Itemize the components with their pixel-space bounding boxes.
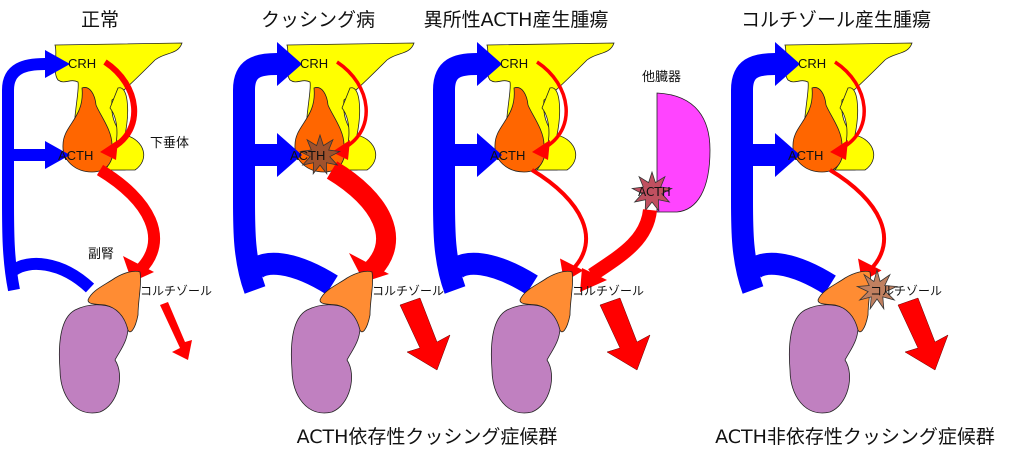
adrenal-shape [319,270,373,333]
crh-to-acth-arrow [834,60,866,150]
acth-to-adrenal-arrow [326,161,397,278]
anterior-pituitary-shape [792,87,844,173]
feedback-line [1,58,46,292]
acth-to-adrenal-arrow [96,164,161,275]
feedback-arrowhead-crh [277,42,302,86]
crh-to-acth-arrow [336,60,368,150]
adrenal-tumor-icon [855,268,899,311]
crh-arrowhead [332,140,350,160]
kidney-shape [58,304,129,414]
panel-title-ectopic-acth: 異所性ACTH産生腫瘍 [423,9,609,31]
feedback-arrowhead-acth [277,133,302,177]
crh-label: CRH [500,56,528,71]
other-organ-label: 他臓器 [642,70,681,85]
posterior-pituitary-shape [834,87,875,171]
panel-title-normal: 正常 [80,9,120,31]
crh-arrowhead [830,140,848,160]
kidney-shape [788,304,859,414]
feedback-line-adrenal [10,257,95,293]
cortisol-label: コルチゾール [140,284,212,298]
caption-acth-independent: ACTH非依存性クッシング症候群 [715,426,995,448]
caption-acth-dependent: ACTH依存性クッシング症候群 [296,426,558,448]
panel-cortisol-tumor: CRH ACTH コルチゾール [731,42,949,414]
feedback-arrowhead-crh [45,50,70,78]
adrenal-label: 副腎 [88,247,114,262]
crh-to-acth-arrow [103,59,138,151]
panel-cushing-disease: CRH ACTH コルチゾール [233,42,451,414]
crh-label: CRH [798,56,826,71]
panel-ectopic-acth: 他臓器 ACTH CRH ACTH コルチゾール [433,42,711,414]
acth-arrowhead [349,253,389,282]
ectopic-acth-label: ACTH [638,185,671,199]
cortisol-output-arrow [160,302,192,360]
panel-title-cushing-disease: クッシング病 [260,9,376,31]
panel-title-cortisol-tumor: コルチゾール産生腫瘍 [740,9,932,31]
feedback-arrowhead-acth [775,133,800,177]
other-organ-shape [656,92,711,213]
crh-label: CRH [300,56,328,71]
anterior-pituitary-shape [62,87,114,173]
ectopic-arrowhead [580,268,607,292]
feedback-line-adrenal [446,252,538,295]
kidney-shape [490,304,561,414]
feedback-line [233,53,278,294]
posterior-pituitary-shape [536,87,577,171]
cortisol-label: コルチゾール [870,284,942,298]
feedback-arrowhead-acth [477,133,502,177]
adrenal-shape [87,270,141,333]
acth-to-adrenal-arrow [828,168,887,272]
crh-to-acth-arrow [536,60,568,150]
crh-label: CRH [68,56,96,71]
posterior-pituitary-shape [336,87,377,171]
feedback-line-adrenal [744,252,836,295]
feedback-line-adrenal [246,252,338,295]
cortisol-output-arrow [897,297,949,371]
acth-label: ACTH [490,148,525,163]
adrenal-shape [519,270,573,333]
cortisol-label: コルチゾール [372,284,444,298]
pituitary-tumor-icon [299,133,341,176]
crh-arrowhead [532,140,550,160]
ectopic-acth-arrow [588,208,657,281]
acth-label: ACTH [290,148,325,163]
feedback-line [433,53,478,294]
cortisol-label: コルチゾール [572,284,644,298]
acth-label: ACTH [788,148,823,163]
feedback-arrowhead-acth [45,141,70,169]
feedback-arrowhead-crh [477,42,502,86]
acth-label: ACTH [58,148,93,163]
acth-to-adrenal-arrow [530,168,589,272]
cortisol-output-arrow [599,297,651,371]
ectopic-tumor-icon [631,170,673,213]
crh-arrowhead [100,140,118,160]
feedback-line [731,53,776,294]
kidney-shape [290,304,361,414]
feedback-arrowhead-crh [775,42,800,86]
pituitary-label: 下垂体 [150,136,189,151]
cortisol-output-arrow [399,297,451,371]
anterior-pituitary-shape [494,87,546,173]
posterior-pituitary-shape [104,87,145,171]
